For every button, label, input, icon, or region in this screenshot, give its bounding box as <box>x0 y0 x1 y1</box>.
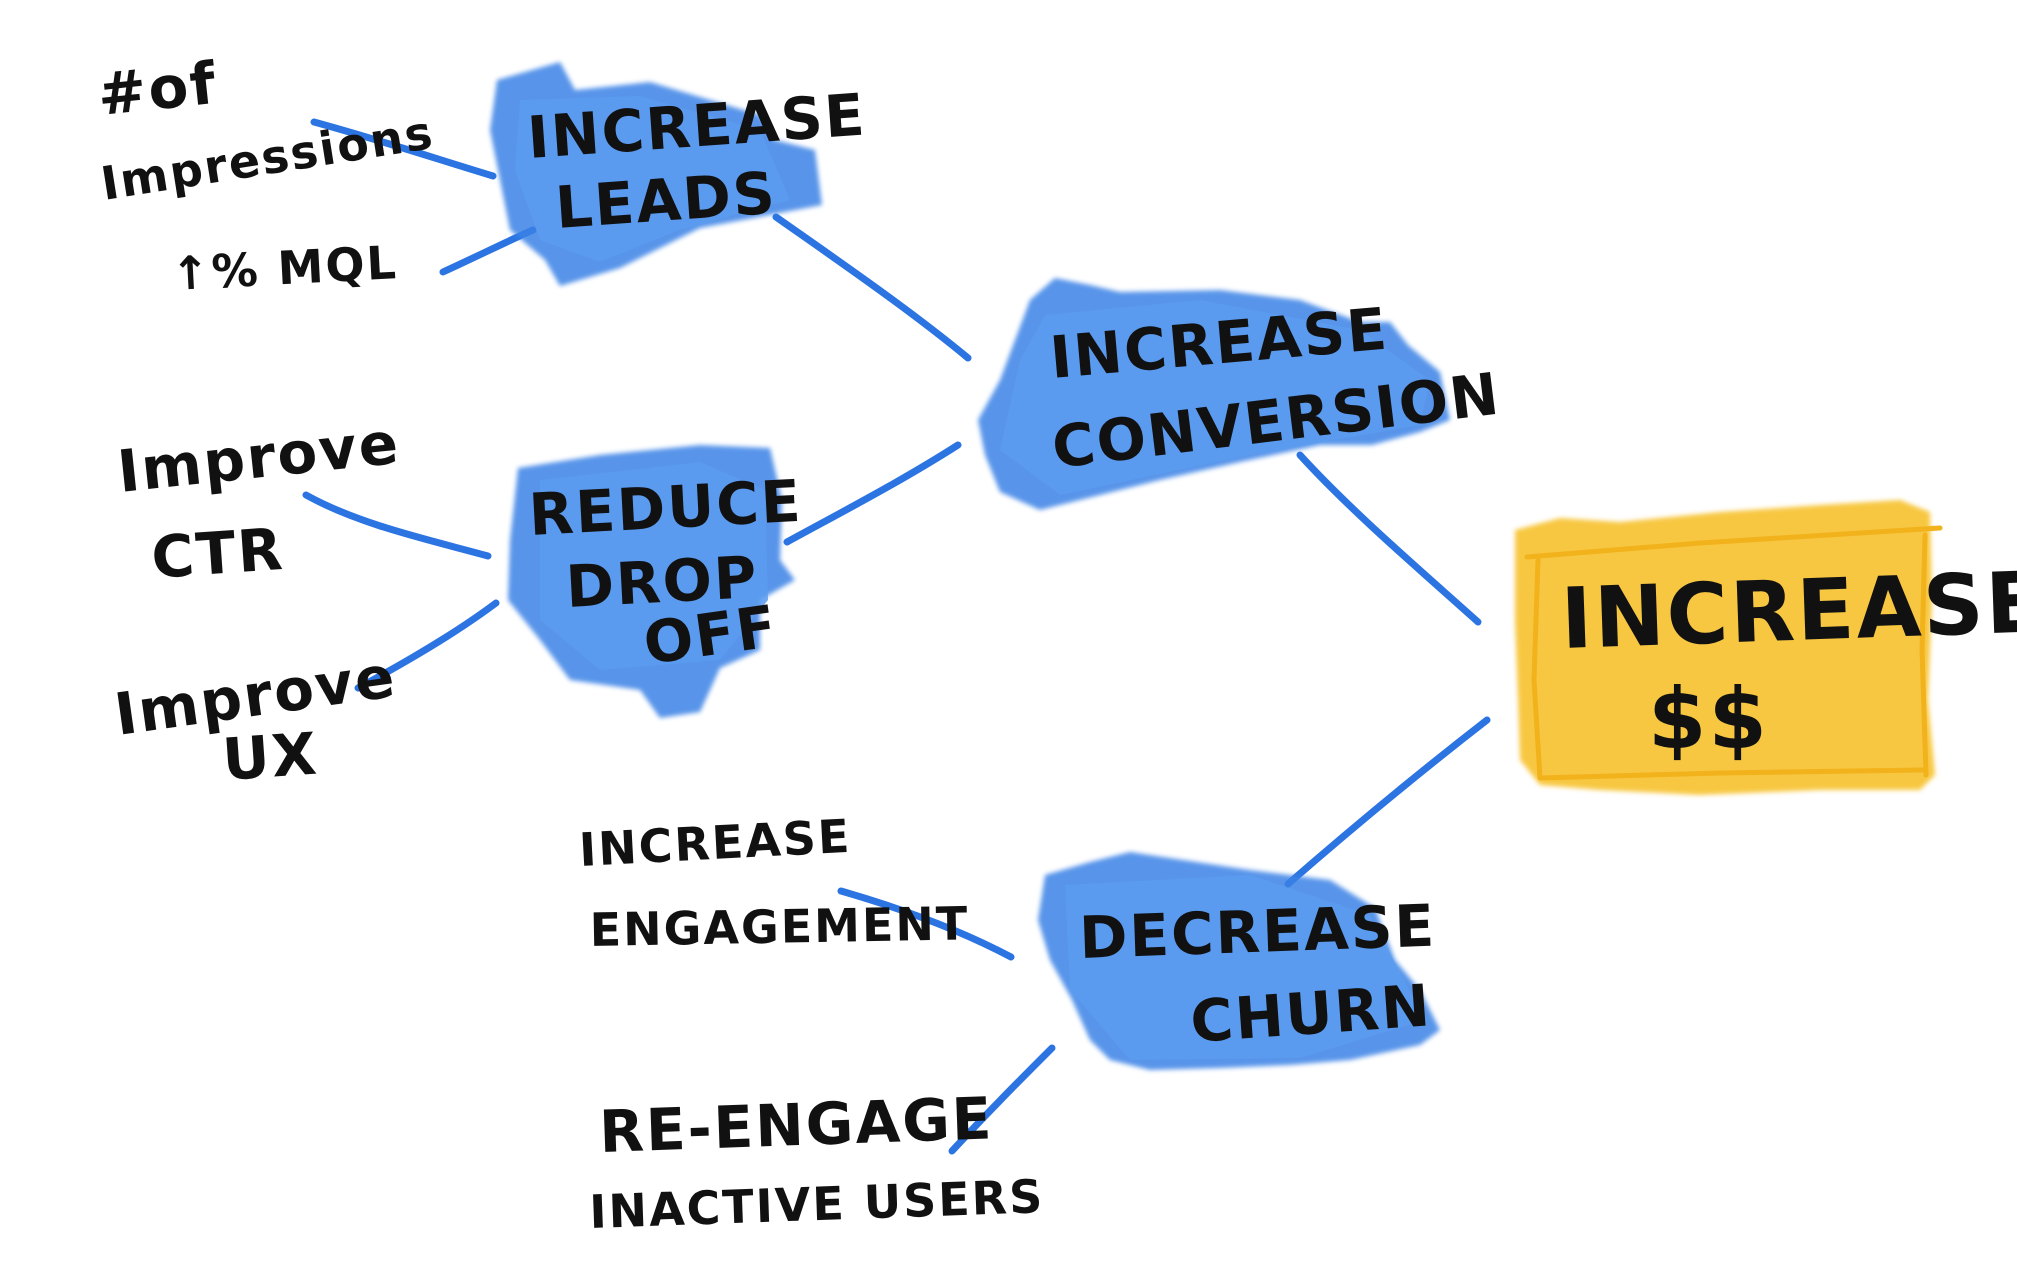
node-goal-line1: INCREASE <box>1559 553 2017 668</box>
leaf-mql: ↑% MQL <box>170 235 399 301</box>
leaf-increase-engagement: INCREASE ENGAGEMENT <box>578 809 970 957</box>
connector-engagement-churn <box>837 887 1015 961</box>
leaf-ux-line2: UX <box>220 719 320 794</box>
connector-dropoff-conversion <box>783 441 962 546</box>
node-leads-line2: LEADS <box>553 159 779 242</box>
node-goal-line2: $$ <box>1648 670 1769 768</box>
leaf-re-engage-inactive-users: RE-ENGAGE INACTIVE USERS <box>588 1084 1045 1239</box>
connector-ux-dropoff <box>354 599 500 692</box>
leaf-improve-ctr: Improve CTR <box>114 409 403 592</box>
connector-conversion-goal <box>1296 451 1482 626</box>
leaf-ctr-line1: Improve <box>114 409 403 506</box>
node-dropoff-line1: REDUCE <box>527 467 804 549</box>
node-dropoff-line2: DROP <box>564 543 760 621</box>
node-decrease-churn: DECREASE CHURN <box>1038 852 1440 1070</box>
node-increase-conversion: INCREASE CONVERSION <box>978 278 1504 510</box>
leaf-impressions: #of Impressions <box>94 49 437 211</box>
leaf-engagement-line2: ENGAGEMENT <box>589 896 969 957</box>
node-increase-leads: INCREASE LEADS <box>490 62 868 286</box>
connector-ctr-dropoff <box>302 491 492 560</box>
leaf-reengage-line2: INACTIVE USERS <box>588 1169 1045 1239</box>
leaf-engagement-line1: INCREASE <box>578 809 853 877</box>
connector-impressions-leads <box>310 118 497 180</box>
leaf-reengage-line1: RE-ENGAGE <box>598 1084 994 1166</box>
leaf-mql-text: ↑% MQL <box>170 235 399 301</box>
connector-reengage-churn <box>948 1044 1056 1155</box>
node-churn-line2: CHURN <box>1188 971 1434 1056</box>
leaf-ctr-line2: CTR <box>149 515 286 592</box>
connectors <box>302 118 1491 1155</box>
node-churn-line1: DECREASE <box>1078 892 1437 972</box>
node-increase-money-goal: INCREASE $$ <box>1515 500 2017 795</box>
connector-leads-conversion <box>772 213 972 362</box>
node-reduce-drop-off: REDUCE DROP OFF <box>508 445 804 718</box>
leaf-improve-ux: Improve UX <box>110 642 400 794</box>
connector-churn-goal <box>1284 716 1491 888</box>
leaf-impressions-line1: #of <box>94 49 220 129</box>
